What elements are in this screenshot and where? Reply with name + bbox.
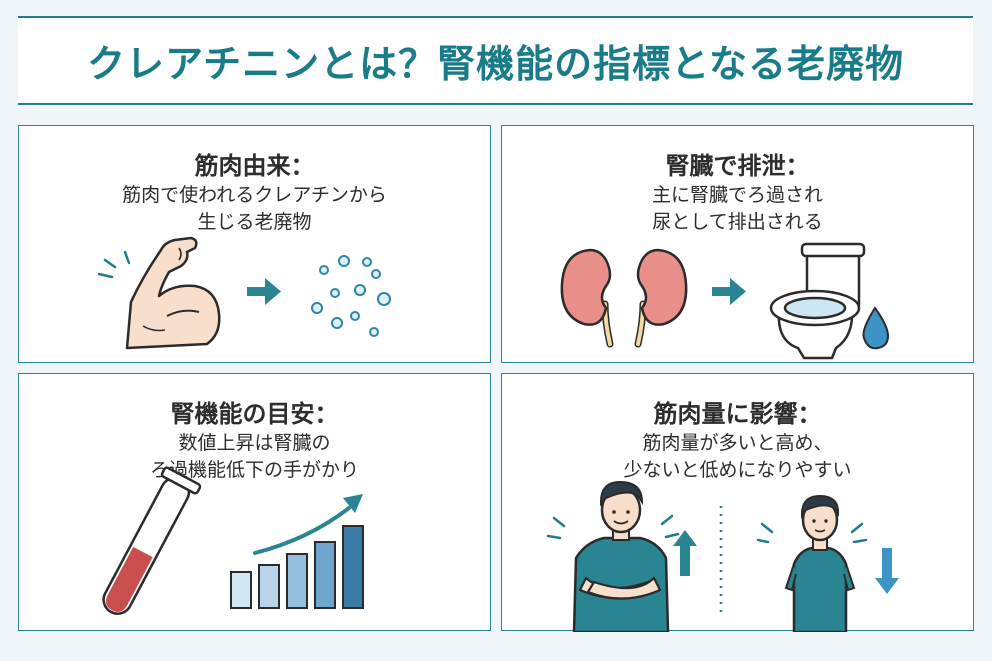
particles-icon [311,255,391,337]
arrow-up-icon [673,530,697,576]
panel-illustration [546,480,899,632]
description-line: ろ過機能低下の手がかり [149,459,359,481]
description-line: 筋肉量が多いと高め、 [642,432,833,454]
panel-illustration [560,242,890,360]
description-line: 尿として排出される [652,211,823,233]
description-line: 生じる老廃物 [197,211,312,233]
description-line: 少ないと低めになりやすい [623,459,852,481]
page-title: クレアチニンとは？腎機能の指標となる老廃物 [86,42,905,86]
description-line: 数値上昇は腎臓の [178,432,331,454]
toilet-icon [769,242,866,360]
arrow-right-icon [247,278,281,305]
panel-heading: 腎機能の目安： [170,400,339,428]
muscular-man-icon [546,480,680,632]
panel-muscle-mass: 筋肉量に影響： 筋肉量が多いと高め、 少ないと低めになりやすい [501,373,974,632]
panel-illustration [102,466,364,615]
kidneys-icon [560,248,688,348]
thin-man-icon [756,494,868,632]
description-line: 主に腎臓でろ過され [651,184,823,206]
panel-description: 筋肉で使われるクレアチンから 生じる老廃物 [19,182,490,236]
panel-description: 筋肉量が多いと高め、 少ないと低めになりやすい [502,430,973,484]
description-line: 筋肉で使われるクレアチンから [122,184,387,206]
water-drop-icon [862,306,890,350]
test-tube-icon [102,466,202,615]
panel-heading: 筋肉量に影響： [653,400,822,428]
panel-description: 数値上昇は腎臓の ろ過機能低下の手がかり [19,430,490,484]
panel-kidney-indicator: 腎機能の目安： 数値上昇は腎臓の ろ過機能低下の手がかり [18,373,491,631]
panel-description: 主に腎臓でろ過され 尿として排出される [502,182,973,236]
flexed-arm-icon [97,236,221,350]
panel-kidney-excretion: 腎臓で排泄： 主に腎臓でろ過され 尿として排出される [501,125,974,363]
panel-muscle-origin: 筋肉由来： 筋肉で使われるクレアチンから 生じる老廃物 [18,125,491,363]
panel-heading: 筋肉由来： [194,152,315,180]
panel-heading: 腎臓で排泄： [665,152,810,180]
panel-illustration [97,236,391,350]
bar-chart-rising-icon [230,494,364,609]
arrow-right-icon [712,278,746,305]
title-banner: クレアチニンとは？腎機能の指標となる老廃物 [18,16,973,105]
arrow-down-icon [875,548,899,594]
